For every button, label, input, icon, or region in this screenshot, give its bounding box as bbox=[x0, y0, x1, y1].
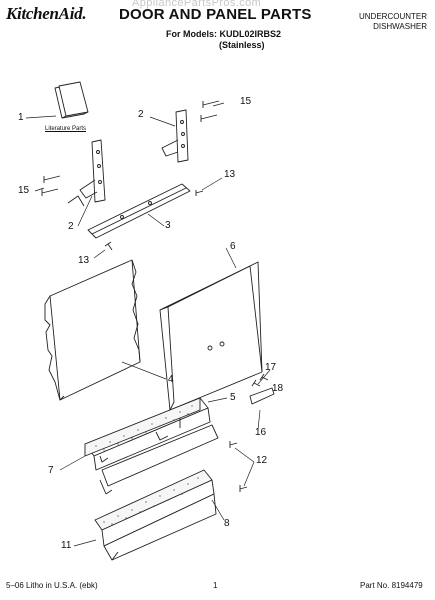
callout-15-lower: 15 bbox=[18, 185, 30, 196]
screws-13 bbox=[104, 190, 204, 251]
callout-4: 4 bbox=[168, 374, 174, 385]
callout-2-lower: 2 bbox=[68, 221, 74, 232]
watermark-text: AppliancePartsPros.com bbox=[132, 0, 262, 9]
product-type: UNDERCOUNTER DISHWASHER bbox=[357, 12, 427, 32]
outer-door-panel bbox=[159, 261, 263, 411]
callout-15-upper: 15 bbox=[240, 96, 252, 107]
callout-11: 11 bbox=[61, 540, 72, 551]
callout-13-lower: 13 bbox=[78, 255, 90, 266]
callout-5: 5 bbox=[230, 392, 236, 403]
footer-part-number: Part No. 8194479 bbox=[360, 581, 423, 590]
callout-13-upper: 13 bbox=[224, 169, 236, 180]
inner-panel bbox=[44, 259, 141, 401]
callout-17: 17 bbox=[265, 362, 277, 373]
literature-booklet bbox=[54, 81, 89, 119]
footer-litho: 5–06 Litho in U.S.A. (ebk) bbox=[6, 581, 98, 590]
foam-texture bbox=[95, 405, 199, 525]
callout-2-upper: 2 bbox=[138, 109, 144, 120]
callout-7: 7 bbox=[48, 465, 54, 476]
callout-8: 8 bbox=[224, 518, 230, 529]
screws-15-lower bbox=[41, 175, 61, 196]
callout-1: 1 bbox=[18, 112, 24, 123]
hinge-right bbox=[161, 109, 189, 163]
screws-12 bbox=[229, 441, 248, 492]
callout-16: 16 bbox=[255, 427, 267, 438]
callout-6: 6 bbox=[230, 241, 236, 252]
page-title: DOOR AND PANEL PARTS bbox=[119, 6, 312, 23]
product-line-1: UNDERCOUNTER bbox=[359, 12, 427, 21]
model-finish: (Stainless) bbox=[219, 40, 265, 50]
callout-12: 12 bbox=[256, 455, 268, 466]
literature-parts-label: Literature Parts bbox=[45, 126, 87, 132]
models-prefix: For Models: bbox=[166, 29, 217, 39]
hinge-left bbox=[67, 139, 106, 207]
brand-logo: KitchenAid. bbox=[6, 4, 87, 23]
footer-page-number: 1 bbox=[213, 581, 218, 590]
crossbar bbox=[87, 183, 191, 239]
handle-trim bbox=[249, 373, 275, 405]
leader-lines bbox=[25, 102, 271, 547]
callout-3: 3 bbox=[165, 220, 171, 231]
screws-15-upper bbox=[200, 100, 220, 122]
callout-18: 18 bbox=[272, 383, 284, 394]
product-line-2: DISHWASHER bbox=[373, 22, 427, 31]
model-number: KUDL02IRBS2 bbox=[219, 29, 282, 39]
models-block: For Models: KUDL02IRBS2 (Stainless) bbox=[166, 29, 281, 51]
toe-kick-lower bbox=[94, 469, 217, 561]
foam-strip bbox=[84, 397, 201, 457]
